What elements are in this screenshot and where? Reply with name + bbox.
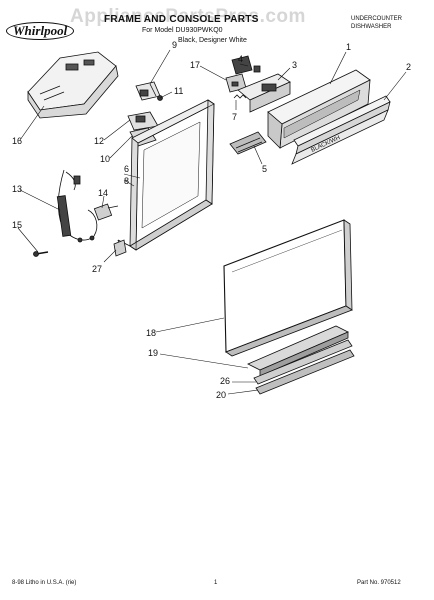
part-1-console-panel (267, 69, 371, 149)
part-19-trim-strip (247, 325, 349, 377)
footer-litho-text: 8-98 Litho in U.S.A. (rie) (12, 580, 77, 586)
label-part-1: 1 (346, 42, 351, 52)
label-part-9: 9 (172, 40, 177, 50)
label-part-10: 10 (100, 154, 110, 164)
label-part-13: 13 (12, 184, 22, 194)
footer-part-number: Part No. 970512 (357, 580, 401, 586)
part-3-control-module (237, 73, 291, 113)
part-8-door-frame (117, 99, 215, 251)
label-part-14: 14 (98, 188, 108, 198)
part-26-lower-trim (253, 339, 353, 385)
part-18-outer-door-panel (223, 219, 353, 357)
brand-logo: Whirlpool (6, 22, 75, 40)
label-part-2: 2 (406, 62, 411, 72)
label-part-26: 26 (220, 376, 230, 386)
label-part-5: 5 (262, 164, 267, 174)
label-part-20: 20 (216, 390, 226, 400)
color-line: Black, Designer White (178, 37, 247, 44)
part-4-latch (231, 55, 261, 75)
part-5-selector (229, 131, 267, 155)
part-27-clip (113, 239, 127, 257)
part-16-vent-housing (27, 51, 119, 119)
label-part-3: 3 (292, 60, 297, 70)
part-7-spring (233, 94, 247, 99)
part-15-screw (33, 251, 49, 257)
part-20-bottom-strip (255, 349, 355, 395)
label-part-27: 27 (92, 264, 102, 274)
product-type-line-1: UNDERCOUNTER (351, 16, 402, 22)
label-part-7: 7 (232, 112, 237, 122)
label-part-11: 11 (174, 86, 183, 96)
footer-page-number: 1 (214, 580, 218, 586)
part-14-switch (93, 203, 119, 221)
part-9-hinge-bracket (135, 81, 161, 101)
label-part-16: 16 (12, 136, 22, 146)
product-type-line-2: DISHWASHER (351, 24, 392, 30)
diagram-title: FRAME AND CONSOLE PARTS (104, 14, 259, 25)
part-2-console-overlay: BLACK/WH (291, 95, 391, 165)
leader-lines (17, 49, 407, 395)
label-part-12: 12 (94, 136, 104, 146)
label-part-6: 6 (124, 164, 129, 174)
part-12-hinge-plate (127, 111, 159, 131)
part-number-labels: 1 2 3 4 5 6 7 8 9 10 11 12 13 14 15 16 1… (12, 40, 411, 400)
model-number-line: For Model DU930PWKQ0 (142, 27, 223, 34)
label-part-4: 4 (238, 54, 243, 64)
label-part-19: 19 (148, 348, 158, 358)
part-13-wire-harness (56, 169, 98, 243)
watermark-text: AppliancePartsPros.com (70, 6, 306, 27)
label-part-8: 8 (124, 176, 129, 186)
label-part-15: 15 (12, 220, 22, 230)
label-part-18: 18 (146, 328, 156, 338)
label-part-17: 17 (190, 60, 200, 70)
